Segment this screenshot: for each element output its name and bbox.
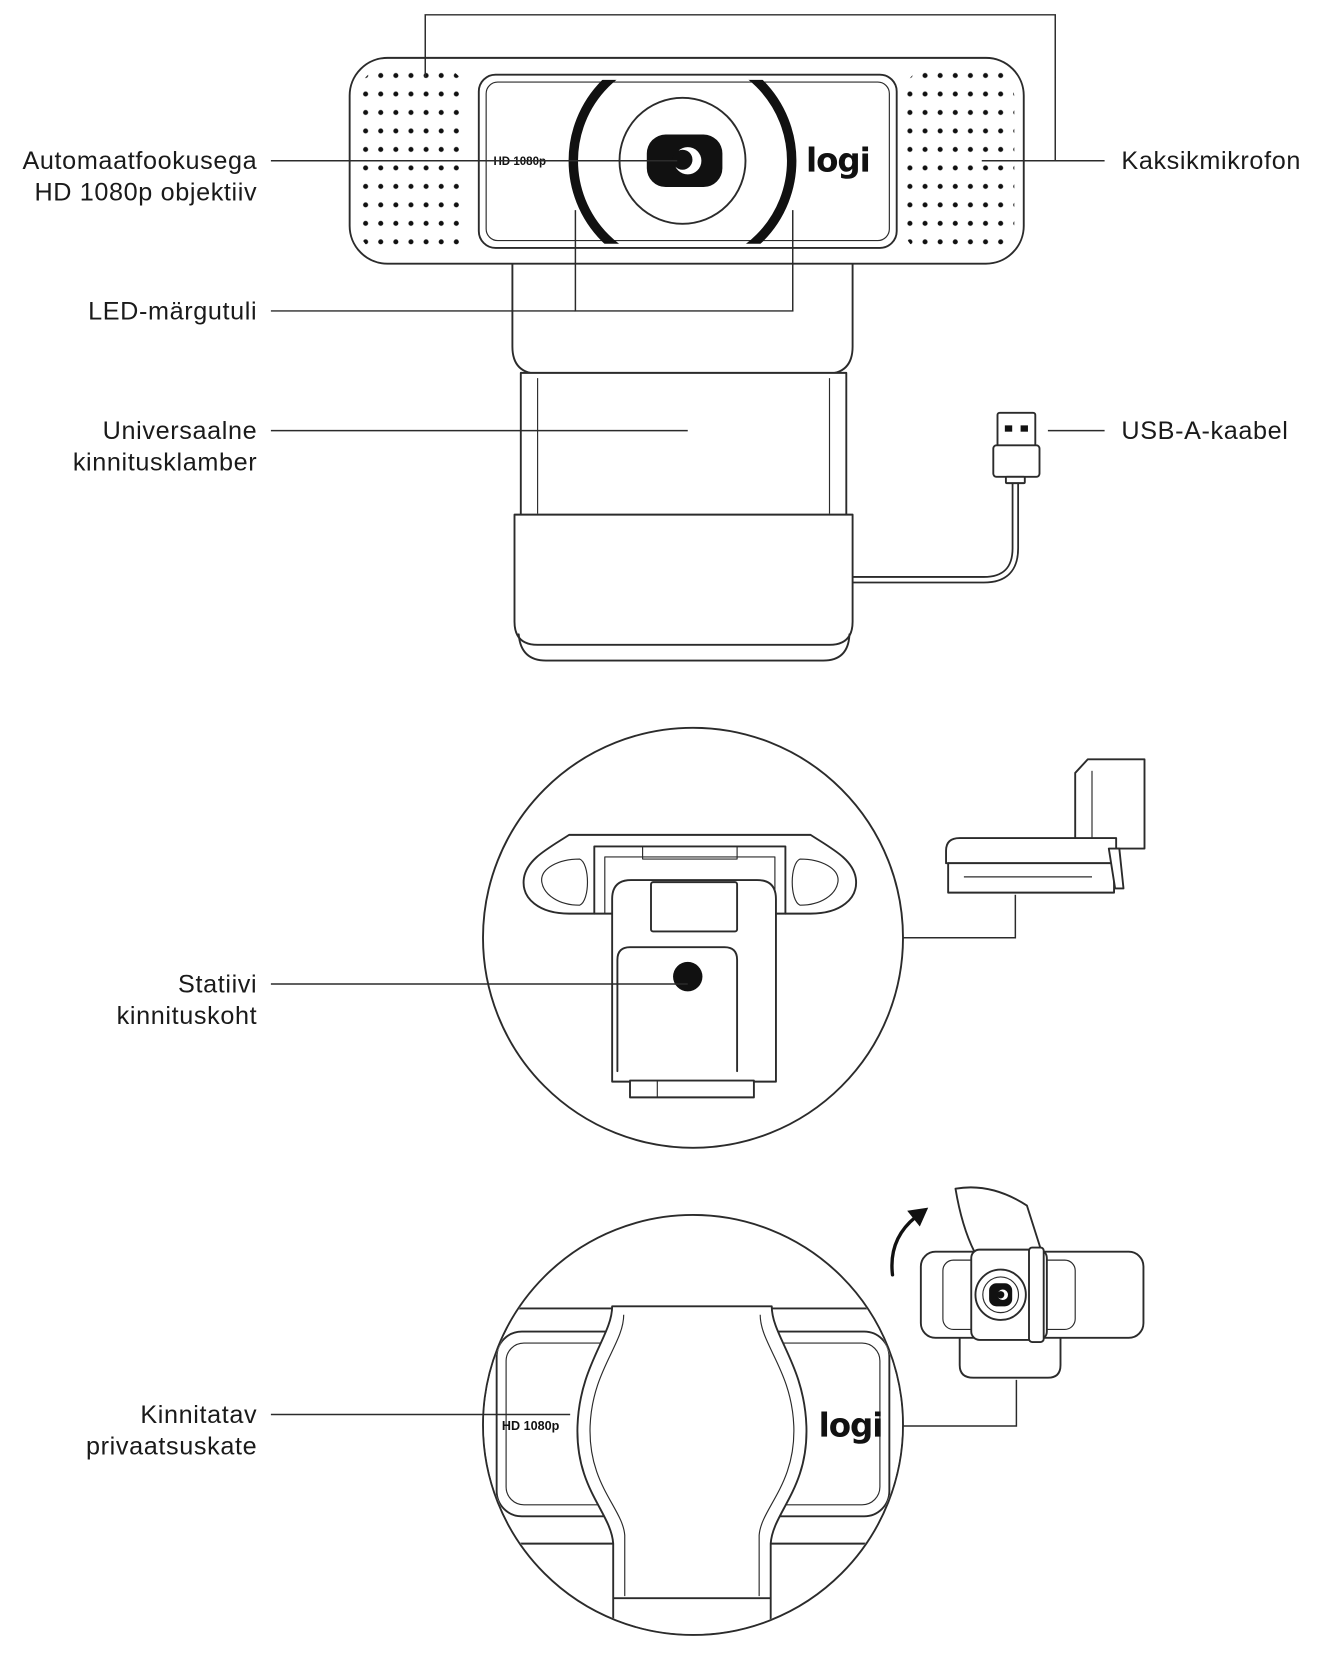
clip-back-notch: [642, 846, 738, 860]
privacy-detail-content: HD 1080p logi: [484, 1305, 902, 1634]
flip-up-arrow-icon: [890, 1215, 918, 1277]
zoomed-hd-1080p-marking: HD 1080p: [502, 1419, 560, 1433]
clip-wing-right-inner: [791, 858, 839, 906]
clip-back-plate: [593, 845, 787, 915]
led-label: LED-märgutuli: [88, 297, 257, 325]
hd-1080p-marking: HD 1080p: [494, 156, 547, 168]
right-microphone-grille: [903, 66, 1015, 256]
webcam-side-view-icon: [945, 758, 1146, 894]
clip-rear-foot: [629, 1079, 755, 1099]
privacy-detail-connector: [903, 1379, 1018, 1427]
privacy-cover-open-icon: [890, 1186, 1145, 1379]
privacy-cover-detail: HD 1080p logi: [270, 1186, 1145, 1636]
tripod-thread-hole: [673, 961, 703, 992]
usb-plug-body: [992, 444, 1041, 478]
side-view-hinge-leg: [1107, 847, 1125, 890]
mount-clip-front: [519, 371, 848, 517]
usb-cable: [852, 478, 1020, 584]
side-view-base: [947, 862, 1115, 894]
tripod-label-line2: kinnituskoht: [117, 1002, 258, 1030]
open-icon-flap: [954, 1186, 1043, 1253]
privacy-label-line2: privaatsuskate: [86, 1432, 257, 1460]
privacy-label-line1: Kinnitatav: [140, 1401, 257, 1429]
webcam-neck: [511, 259, 854, 375]
mount-base: [513, 513, 854, 646]
usb-label: USB-A-kaabel: [1121, 417, 1288, 445]
mic-leader-bracket: [424, 14, 1056, 161]
privacy-cover-inner-left: [589, 1314, 626, 1597]
privacy-cover: [576, 1305, 808, 1634]
clip-rear-tab: [650, 881, 739, 933]
mount-label-line1: Universaalne: [103, 417, 258, 445]
usb-plug-head: [996, 411, 1037, 448]
zoomed-logi-logo: logi: [819, 1407, 883, 1445]
privacy-cover-inner-right: [758, 1314, 795, 1597]
usb-plug-neck: [1004, 475, 1026, 485]
usb-plug-contact-left: [1004, 425, 1013, 432]
tripod-detail-connector: [903, 894, 1017, 939]
mic-label: Kaksikmikrofon: [1121, 147, 1301, 175]
usb-cable-core: [852, 478, 1018, 582]
lens-label-line2: HD 1080p objektiiv: [34, 179, 257, 207]
side-view-arm: [945, 837, 1118, 865]
clip-back-plate-inner: [604, 856, 776, 914]
mount-label-line2: kinnitusklamber: [73, 449, 257, 477]
tripod-detail: [270, 726, 1146, 1149]
webcam-front-view: HD 1080p logi: [270, 14, 1105, 662]
open-icon-hinge: [1028, 1246, 1045, 1343]
open-icon-neck: [958, 1332, 1062, 1379]
usb-plug-contact-right: [1020, 425, 1028, 432]
open-icon-lens-shadow: [996, 1291, 1005, 1299]
lens-label-line1: Automaatfookusega: [22, 147, 257, 175]
clip-wing-left-inner: [541, 858, 589, 906]
lens-glass-shadow: [672, 149, 693, 170]
tripod-label-line1: Statiivi: [178, 970, 257, 998]
mount-base-foot: [517, 633, 851, 662]
led-leader-bracket: [574, 210, 794, 312]
logi-logo: logi: [806, 141, 870, 179]
clip-rear-panel: [616, 946, 739, 1073]
flip-up-arrowhead-icon: [907, 1207, 929, 1227]
side-view-monitor-clip: [1074, 758, 1146, 850]
open-icon-lens-inner: [982, 1276, 1020, 1314]
